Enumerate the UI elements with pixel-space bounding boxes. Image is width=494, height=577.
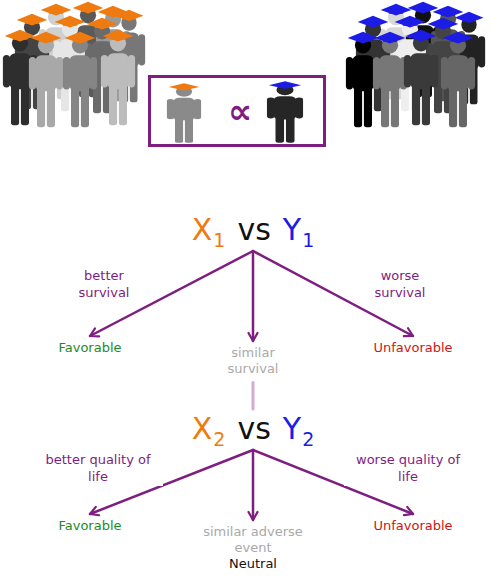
outcome-text: Unfavorable (373, 340, 452, 356)
person-figure (63, 32, 97, 127)
outcome-text: Favorable (58, 518, 121, 534)
branch-arrow (252, 450, 255, 520)
outcome-label: similar survival (208, 343, 298, 380)
comparison-term: vs (237, 212, 270, 247)
comparison-term: vs (237, 411, 270, 446)
comparison-term: Y (283, 411, 301, 446)
proportional-symbol: ∝ (228, 94, 252, 128)
outcome-label: Unfavorable (369, 516, 456, 536)
outcome-label: Favorable (54, 338, 125, 358)
person-figure (101, 30, 135, 125)
person-figure (267, 81, 303, 143)
box-figures (167, 81, 303, 143)
comparison-text: X1vsY1 (188, 212, 318, 248)
comparison-term: 1 (302, 229, 314, 251)
person-figure (167, 83, 201, 143)
comparison-term: Y (283, 212, 301, 247)
edge-label: worse survival (363, 268, 437, 302)
outcome-label: Favorable (54, 516, 125, 536)
branch-arrow (252, 251, 255, 341)
person-figure (373, 32, 407, 127)
branch-arrow (252, 383, 255, 410)
orange-crowd (3, 2, 145, 127)
outcome-text: similar adverse event (202, 524, 304, 557)
outcome-label: Unfavorable (369, 338, 456, 358)
blue-crowd (346, 2, 485, 127)
category-label: Neutral (229, 556, 277, 572)
comparison-box: ∝ (148, 75, 326, 147)
outcome-text: similar survival (212, 345, 294, 378)
edge-label: worse quality of life (344, 452, 473, 486)
edge-label: better quality of life (34, 452, 163, 486)
comparison-term: 2 (302, 428, 314, 450)
comparison-term: X (192, 212, 213, 247)
comparison-text: X2vsY2 (188, 411, 318, 447)
person-figure (404, 30, 438, 125)
person-figure (441, 32, 475, 127)
person-figure (29, 32, 63, 127)
edge-label: better survival (67, 268, 141, 302)
comparison-term: 2 (213, 428, 225, 450)
outcome-label: similar adverse event (198, 522, 308, 559)
outcome-text: Unfavorable (373, 518, 452, 534)
comparison-term: X (192, 411, 213, 446)
outcome-text: Favorable (58, 340, 121, 356)
comparison-term: 1 (213, 229, 225, 251)
